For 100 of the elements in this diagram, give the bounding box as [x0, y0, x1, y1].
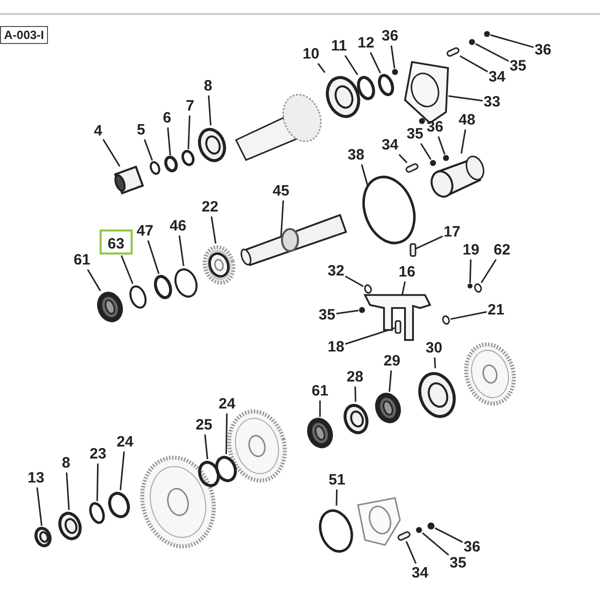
callout-number: 48 — [458, 112, 476, 128]
callout-number: 17 — [444, 224, 460, 240]
leader-line — [210, 216, 216, 244]
leader-line — [480, 259, 497, 284]
callout-number: 7 — [186, 98, 194, 114]
callout-number: 21 — [488, 302, 504, 318]
needle-bearing-drawing — [97, 292, 123, 322]
callout-number: 30 — [426, 340, 442, 356]
leader-line — [438, 136, 446, 155]
callout-number: 34 — [382, 136, 398, 154]
ball-drawing — [469, 39, 475, 45]
ball-drawing — [443, 155, 449, 161]
leader-line — [475, 43, 509, 62]
callout-number: 62 — [494, 242, 510, 258]
ring-drawing — [356, 76, 376, 100]
leader-line — [188, 115, 190, 150]
leader-line — [319, 400, 321, 417]
leader-line — [208, 95, 212, 126]
leader-line — [147, 240, 160, 274]
leader-line — [469, 259, 472, 284]
pin-drawing — [446, 46, 460, 58]
callout-number: 8 — [204, 78, 212, 94]
callout-number: 8 — [62, 454, 70, 472]
callout-number: 24 — [116, 434, 134, 450]
leader-line — [390, 45, 396, 69]
callout-number: 18 — [328, 338, 344, 356]
callout-number: 23 — [90, 446, 106, 462]
gear-drawing — [202, 245, 236, 285]
callout-number: 28 — [346, 368, 364, 386]
ring-drawing — [174, 268, 198, 298]
callout-number: 46 — [170, 218, 186, 234]
leader-line — [434, 527, 463, 543]
callout-number: 35 — [450, 554, 466, 572]
leader-line — [434, 357, 436, 368]
needle-bearing-drawing — [375, 392, 401, 424]
leader-line — [416, 236, 443, 250]
leader-line — [204, 434, 208, 460]
callout-number: 61 — [312, 382, 328, 400]
ring-drawing — [474, 283, 482, 293]
callout-number: 25 — [196, 416, 212, 434]
leader-line — [370, 52, 381, 74]
callout-number: 34 — [488, 68, 506, 86]
callout-number: 16 — [398, 264, 416, 280]
callout-number: 35 — [510, 58, 526, 74]
bearing-drawing — [198, 128, 226, 162]
leader-line — [388, 370, 392, 392]
callout-number: 19 — [462, 242, 480, 258]
leader-line — [344, 55, 358, 76]
ring-drawing — [198, 460, 220, 488]
bearing-drawing — [418, 372, 456, 418]
ball-drawing — [484, 31, 490, 37]
callout-number: 11 — [331, 38, 347, 54]
callout-number: 13 — [28, 470, 44, 486]
leader-line — [178, 235, 184, 266]
shaft-drawing — [240, 214, 348, 266]
pin-drawing — [404, 162, 420, 174]
needle-bearing-drawing — [307, 418, 333, 448]
ball-drawing — [430, 160, 436, 166]
leader-line — [120, 451, 125, 490]
callout-number: 38 — [348, 146, 364, 164]
ring-drawing — [89, 502, 105, 524]
pin-drawing — [394, 320, 402, 334]
pin-drawing — [396, 530, 412, 542]
callout-number: 4 — [94, 122, 102, 140]
callout-number: 5 — [136, 122, 146, 138]
leader-line — [360, 164, 369, 188]
bearing-drawing — [34, 526, 52, 548]
callout-number: 6 — [162, 110, 172, 126]
callout-number: 36 — [464, 538, 480, 556]
callout-number: 32 — [328, 262, 344, 280]
callout-number: 35 — [406, 126, 424, 142]
ring-drawing — [129, 285, 147, 309]
ring-drawing — [442, 315, 450, 325]
ring-drawing — [164, 156, 178, 172]
callout-number: 45 — [272, 182, 290, 200]
bearing-drawing — [326, 76, 360, 118]
ball-drawing — [416, 527, 422, 533]
callout-number: 29 — [384, 352, 400, 370]
leader-line — [96, 463, 99, 502]
leader-line — [344, 276, 364, 288]
ball-drawing — [359, 307, 365, 313]
callout-number: 34 — [412, 564, 428, 582]
leader-line — [336, 310, 359, 314]
leader-line — [167, 127, 171, 156]
callout-number: 12 — [358, 34, 374, 52]
callout-number: 36 — [382, 28, 398, 44]
ring-drawing — [108, 492, 130, 518]
ball-drawing — [428, 522, 434, 530]
callout-number: 22 — [202, 198, 218, 216]
ring-drawing — [215, 456, 237, 482]
bearing-drawing — [344, 404, 368, 434]
leader-line — [225, 413, 228, 454]
leader-line — [450, 311, 487, 320]
leader-line — [144, 139, 153, 161]
ball-drawing — [468, 284, 472, 288]
callout-number: 47 — [136, 222, 154, 240]
ring-drawing — [364, 284, 372, 294]
leader-line — [422, 532, 450, 556]
callout-number: 24 — [218, 396, 236, 412]
leader-line — [280, 200, 284, 238]
